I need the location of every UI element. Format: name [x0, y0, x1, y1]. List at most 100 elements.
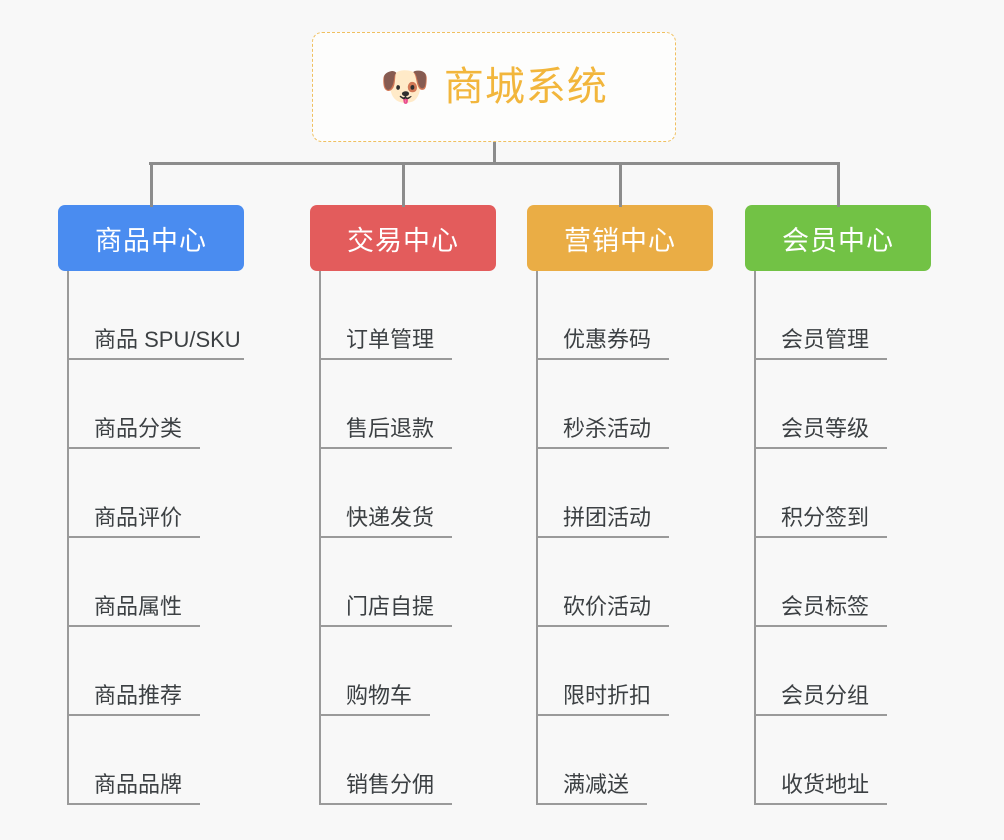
category-header-label: 营销中心	[564, 225, 676, 256]
leaf-list-1: 商品 SPU/SKU 商品分类商品评价商品属性商品推荐商品品牌	[58, 271, 244, 805]
leaf-item-underline	[754, 803, 887, 805]
leaf-item-underline	[67, 714, 200, 716]
leaf-item[interactable]: 砍价活动	[527, 538, 713, 627]
connector-trunk-1	[67, 271, 69, 805]
category-column-3: 营销中心优惠券码秒杀活动拼团活动砍价活动限时折扣满减送	[527, 205, 713, 805]
leaf-item-underline	[67, 447, 200, 449]
leaf-item[interactable]: 拼团活动	[527, 449, 713, 538]
leaf-item-label: 拼团活动	[563, 504, 652, 530]
leaf-item-underline	[67, 625, 200, 627]
root-node-label: 商城系统	[443, 65, 608, 109]
category-column-2: 交易中心订单管理售后退款快递发货门店自提购物车销售分佣	[310, 205, 496, 805]
leaf-item-label: 会员等级	[781, 415, 870, 441]
leaf-item[interactable]: 会员标签	[745, 538, 931, 627]
leaf-item-underline	[536, 358, 669, 360]
leaf-item[interactable]: 收货地址	[745, 716, 931, 805]
leaf-item-underline	[754, 536, 887, 538]
leaf-item-label: 积分签到	[781, 504, 870, 530]
leaf-item[interactable]: 商品品牌	[58, 716, 244, 805]
leaf-item-underline	[319, 803, 452, 805]
leaf-item[interactable]: 售后退款	[310, 360, 496, 449]
connector-root-stem	[493, 142, 496, 164]
connector-trunk-3	[536, 271, 538, 805]
leaf-item-label: 限时折扣	[563, 682, 652, 708]
leaf-item-underline	[536, 803, 647, 805]
category-header-label: 交易中心	[347, 225, 459, 256]
leaf-item-label: 购物车	[346, 682, 413, 708]
leaf-list-2: 订单管理售后退款快递发货门店自提购物车销售分佣	[310, 271, 496, 805]
leaf-item-underline	[536, 536, 669, 538]
leaf-item-underline	[319, 714, 430, 716]
leaf-item-label: 满减送	[563, 771, 630, 797]
leaf-item-label: 优惠券码	[563, 326, 652, 352]
leaf-item[interactable]: 优惠券码	[527, 271, 713, 360]
leaf-item[interactable]: 购物车	[310, 627, 496, 716]
leaf-item[interactable]: 销售分佣	[310, 716, 496, 805]
category-header-1[interactable]: 商品中心	[58, 205, 244, 271]
category-header-2[interactable]: 交易中心	[310, 205, 496, 271]
connector-trunk-4	[754, 271, 756, 805]
leaf-item[interactable]: 商品 SPU/SKU	[58, 271, 244, 360]
leaf-list-3: 优惠券码秒杀活动拼团活动砍价活动限时折扣满减送	[527, 271, 713, 805]
leaf-item[interactable]: 商品评价	[58, 449, 244, 538]
leaf-item-underline	[319, 447, 452, 449]
leaf-item-label: 商品 SPU/SKU	[94, 326, 241, 352]
leaf-item-underline	[536, 447, 669, 449]
leaf-item-underline	[319, 625, 452, 627]
category-header-4[interactable]: 会员中心	[745, 205, 931, 271]
leaf-item-label: 快递发货	[346, 504, 435, 530]
leaf-item-underline	[754, 714, 887, 716]
leaf-item[interactable]: 门店自提	[310, 538, 496, 627]
leaf-item-label: 会员分组	[781, 682, 870, 708]
leaf-item[interactable]: 会员等级	[745, 360, 931, 449]
leaf-item[interactable]: 订单管理	[310, 271, 496, 360]
leaf-item[interactable]: 快递发货	[310, 449, 496, 538]
leaf-item-label: 商品分类	[94, 415, 183, 441]
leaf-item[interactable]: 会员管理	[745, 271, 931, 360]
leaf-item-label: 砍价活动	[563, 593, 652, 619]
category-header-label: 会员中心	[782, 225, 894, 256]
leaf-item-label: 商品属性	[94, 593, 183, 619]
leaf-item-underline	[319, 358, 452, 360]
connector-drop-2	[402, 162, 405, 207]
leaf-item-underline	[67, 358, 244, 360]
leaf-item-label: 门店自提	[346, 593, 435, 619]
connector-drop-3	[619, 162, 622, 207]
leaf-item[interactable]: 积分签到	[745, 449, 931, 538]
leaf-item-underline	[536, 625, 669, 627]
connector-trunk-2	[319, 271, 321, 805]
leaf-item-label: 售后退款	[346, 415, 435, 441]
leaf-item-label: 销售分佣	[346, 771, 435, 797]
connector-drop-4	[837, 162, 840, 207]
category-header-label: 商品中心	[95, 225, 207, 256]
shiba-dog-icon: 🐶	[380, 65, 430, 109]
leaf-item-underline	[754, 447, 887, 449]
leaf-item[interactable]: 商品分类	[58, 360, 244, 449]
leaf-item[interactable]: 限时折扣	[527, 627, 713, 716]
leaf-item-underline	[754, 358, 887, 360]
leaf-item[interactable]: 商品属性	[58, 538, 244, 627]
leaf-item-label: 商品评价	[94, 504, 183, 530]
leaf-item-underline	[319, 536, 452, 538]
leaf-item-label: 秒杀活动	[563, 415, 652, 441]
leaf-list-4: 会员管理会员等级积分签到会员标签会员分组收货地址	[745, 271, 931, 805]
leaf-item[interactable]: 会员分组	[745, 627, 931, 716]
category-column-1: 商品中心商品 SPU/SKU 商品分类商品评价商品属性商品推荐商品品牌	[58, 205, 244, 805]
leaf-item-label: 商品品牌	[94, 771, 183, 797]
leaf-item-underline	[67, 536, 200, 538]
root-node-mall-system[interactable]: 🐶 商城系统	[312, 32, 676, 142]
leaf-item-underline	[67, 803, 200, 805]
leaf-item-underline	[754, 625, 887, 627]
leaf-item[interactable]: 秒杀活动	[527, 360, 713, 449]
leaf-item-label: 会员管理	[781, 326, 870, 352]
connector-horizontal-bus	[149, 162, 839, 165]
category-column-4: 会员中心会员管理会员等级积分签到会员标签会员分组收货地址	[745, 205, 931, 805]
category-header-3[interactable]: 营销中心	[527, 205, 713, 271]
leaf-item[interactable]: 商品推荐	[58, 627, 244, 716]
leaf-item-underline	[536, 714, 669, 716]
leaf-item[interactable]: 满减送	[527, 716, 713, 805]
leaf-item-label: 商品推荐	[94, 682, 183, 708]
leaf-item-label: 会员标签	[781, 593, 870, 619]
